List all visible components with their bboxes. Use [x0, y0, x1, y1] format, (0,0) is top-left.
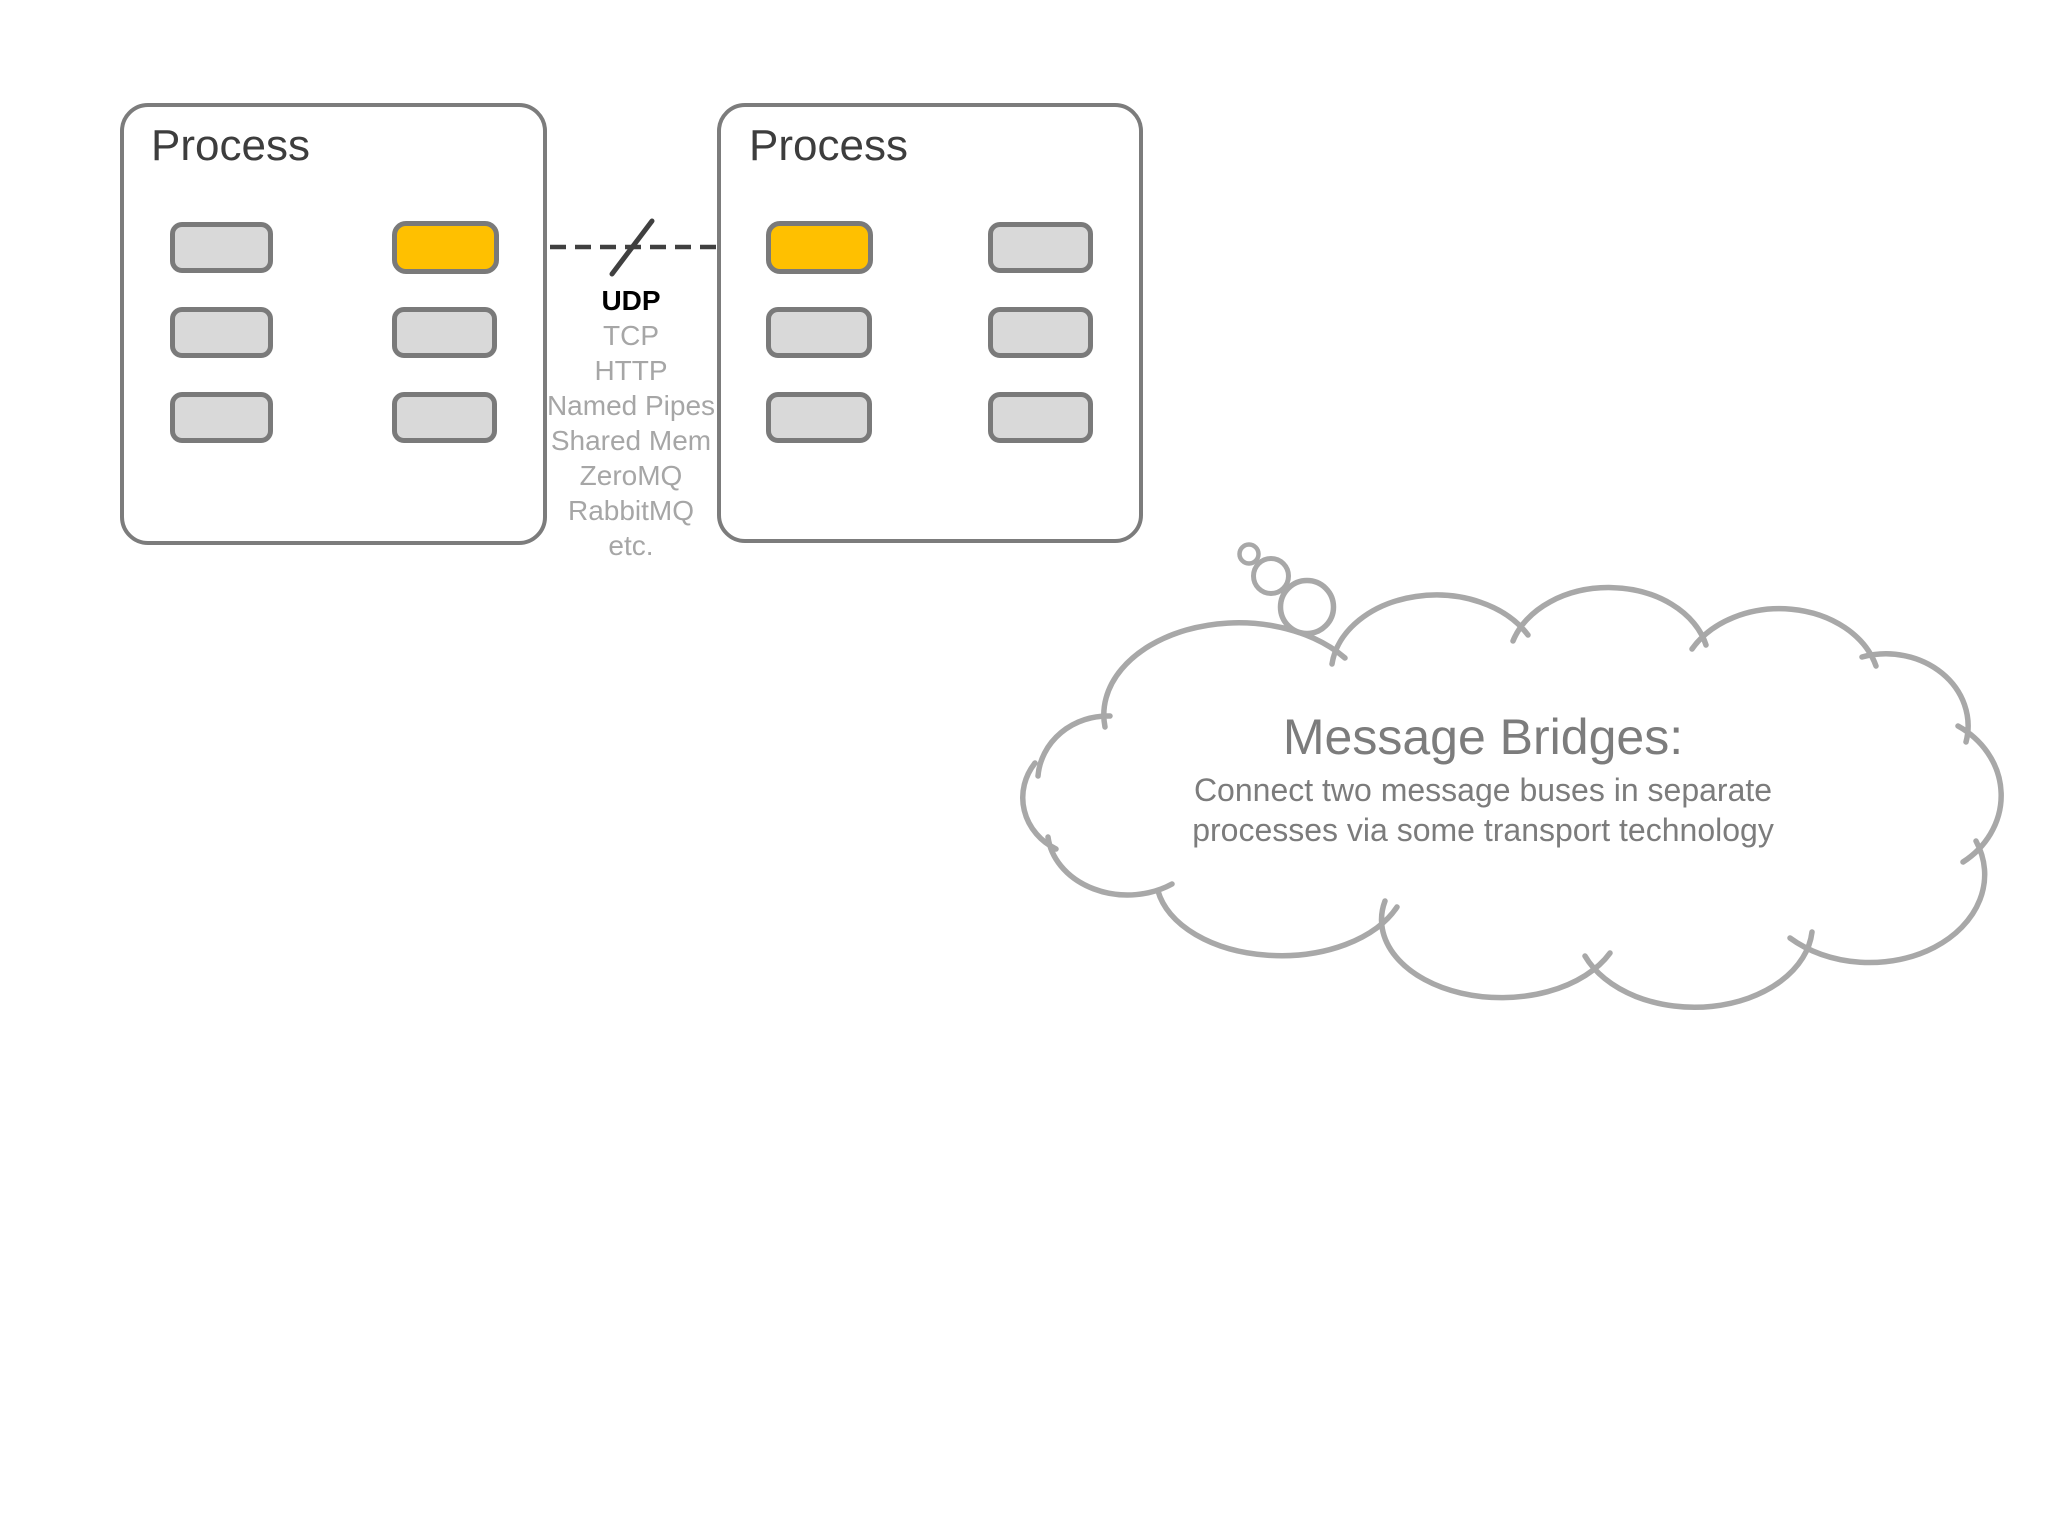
thought-cloud-text: Message Bridges: Connect two message bus…	[1133, 708, 1833, 850]
thought-bubble-small-icon	[1237, 542, 1261, 566]
thought-cloud-outline	[1020, 584, 2004, 1010]
bus-node	[392, 307, 497, 358]
thought-bubble-large-icon	[1277, 577, 1337, 637]
bus-node	[392, 392, 497, 443]
bus-node	[988, 222, 1093, 273]
bus-node	[988, 307, 1093, 358]
transport-break-slash-icon	[609, 218, 655, 277]
cloud-body-line1: Connect two message buses in separate	[1193, 772, 1773, 808]
cloud-title: Message Bridges:	[1282, 709, 1684, 765]
bus-node	[988, 392, 1093, 443]
bridge-node-highlighted	[766, 221, 873, 274]
transport-option-tcp: TCP	[603, 320, 659, 351]
bus-node	[170, 392, 273, 443]
bus-node	[170, 307, 273, 358]
transport-options-list: UDP TCP HTTP Named Pipes Shared Mem Zero…	[486, 283, 776, 563]
transport-option-udp: UDP	[601, 285, 661, 316]
bus-node	[766, 307, 872, 358]
transport-option-named-pipes: Named Pipes	[546, 390, 716, 421]
thought-bubble-medium-icon	[1251, 556, 1291, 596]
bus-node	[170, 222, 273, 273]
transport-option-http: HTTP	[594, 355, 668, 386]
transport-option-etc: etc.	[608, 530, 654, 561]
bus-node	[766, 392, 872, 443]
process-title-right: Process	[749, 121, 908, 170]
process-title-left: Process	[151, 121, 310, 170]
transport-option-shared-mem: Shared Mem	[550, 425, 712, 456]
transport-option-rabbitmq: RabbitMQ	[567, 495, 695, 526]
transport-option-zeromq: ZeroMQ	[579, 460, 683, 491]
bridge-node-highlighted	[392, 221, 499, 274]
cloud-body-line2: processes via some transport technology	[1192, 812, 1774, 848]
